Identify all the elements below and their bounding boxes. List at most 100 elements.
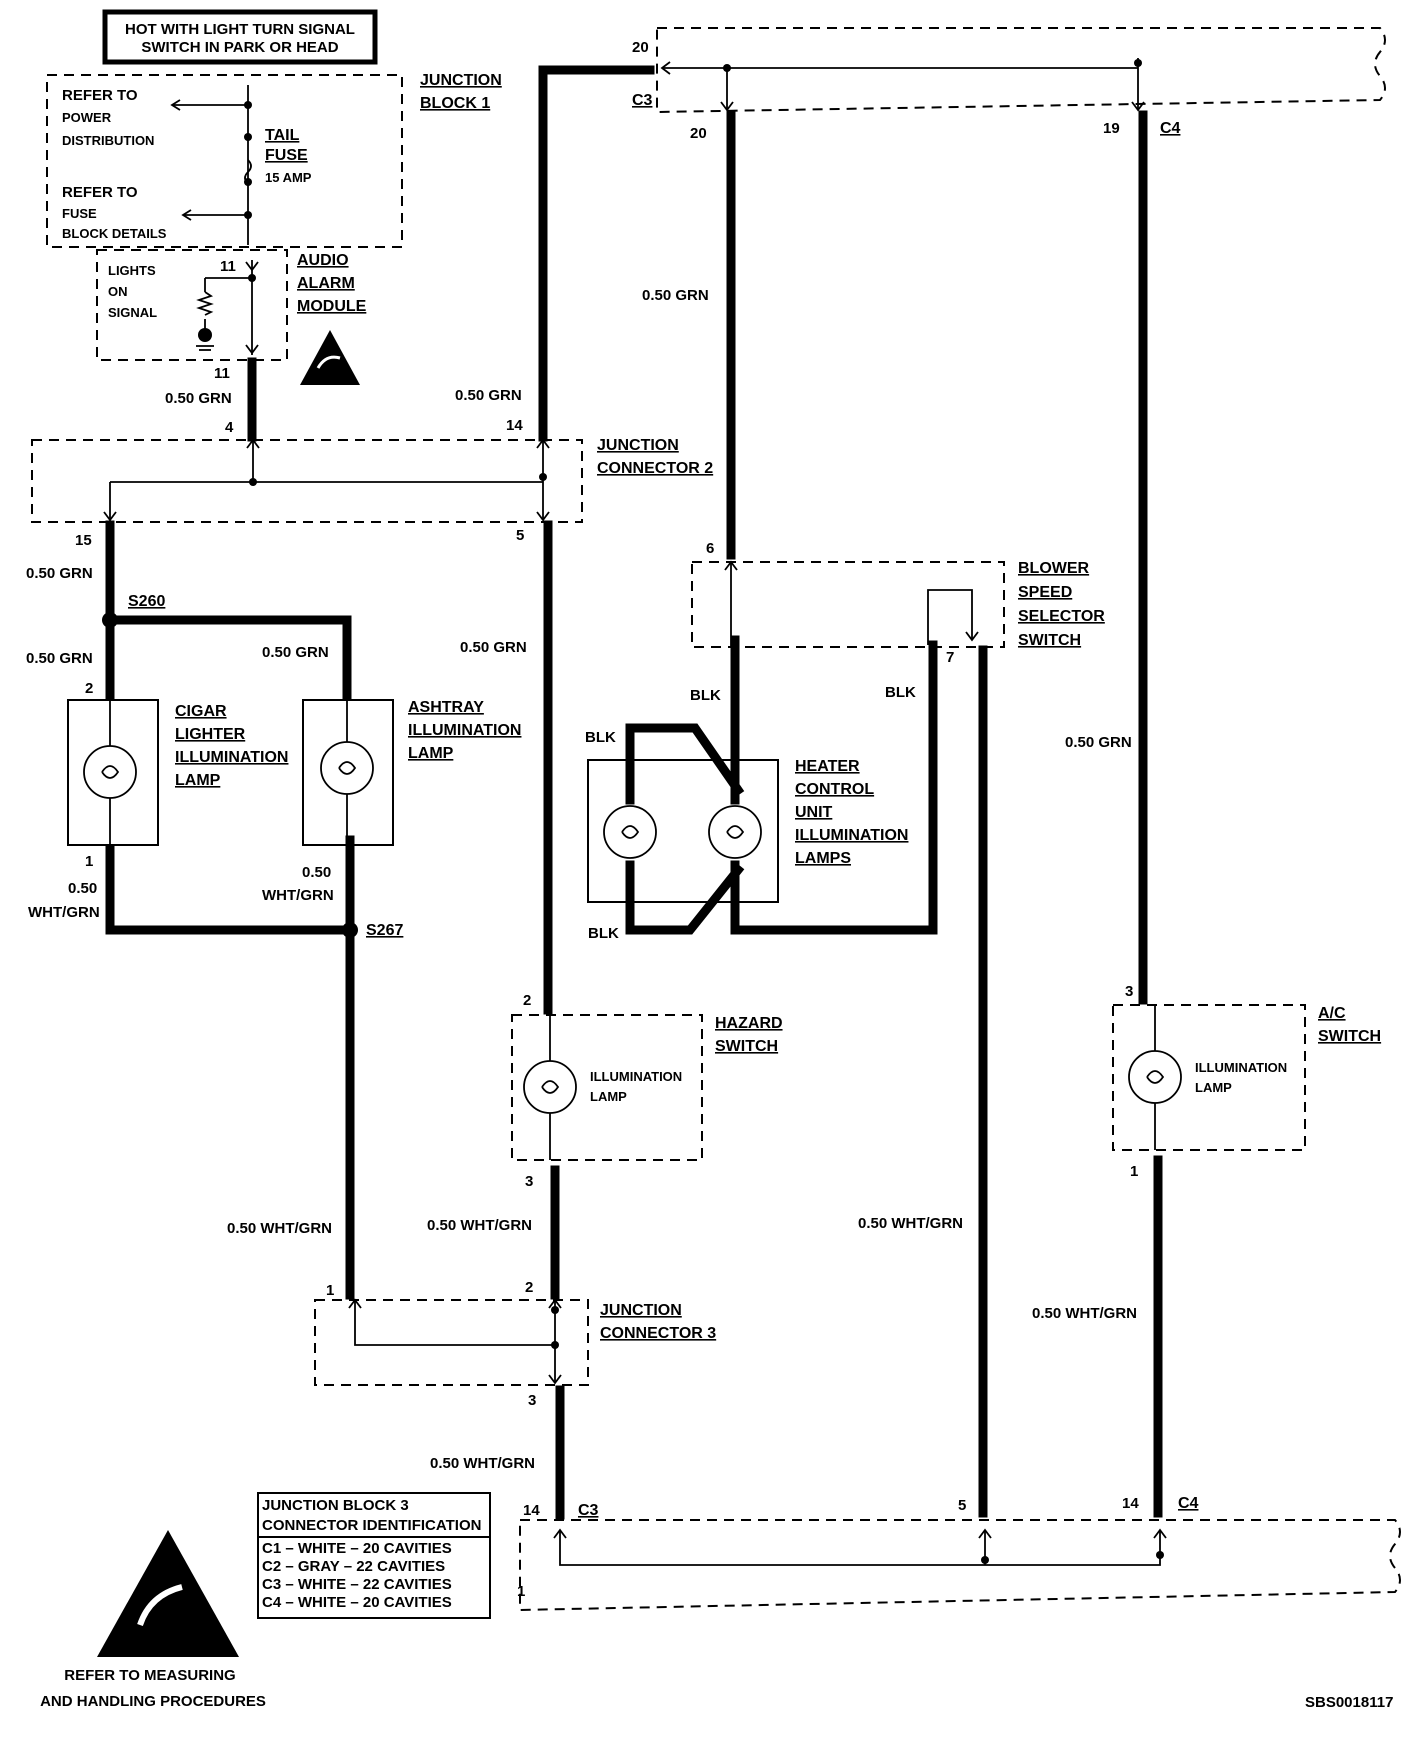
svg-text:POWER: POWER: [62, 110, 112, 125]
svg-text:UNIT: UNIT: [795, 804, 833, 821]
wire-label: 0.50 GRN: [455, 387, 522, 404]
svg-text:CONNECTOR 3: CONNECTOR 3: [600, 1325, 716, 1342]
header-line1: HOT WITH LIGHT TURN SIGNAL: [125, 21, 355, 38]
cigar-lighter-lamp: 2 1 CIGAR LIGHTER ILLUMINATION LAMP: [67, 680, 288, 870]
ac-switch-title: A/C: [1318, 1005, 1346, 1022]
svg-text:LIGHTER: LIGHTER: [175, 726, 246, 743]
c4-bottom-label: C4: [1178, 1495, 1199, 1512]
cigar-lighter-title: CIGAR: [175, 703, 227, 720]
heater-control-unit: HEATER CONTROL UNIT ILLUMINATION LAMPS B…: [585, 684, 916, 942]
esd-note: REFER TO MEASURING AND HANDLING PROCEDUR…: [40, 1530, 266, 1710]
svg-text:REFER TO MEASURING: REFER TO MEASURING: [64, 1667, 235, 1684]
svg-text:SPEED: SPEED: [1018, 584, 1072, 601]
svg-text:1: 1: [1130, 1163, 1138, 1180]
svg-text:ALARM: ALARM: [297, 275, 355, 292]
junction-block-1-title: JUNCTION: [420, 72, 502, 89]
ashtray-title: ASHTRAY: [408, 699, 484, 716]
wire-label: 0.50 GRN: [165, 390, 232, 407]
svg-text:11: 11: [220, 258, 236, 275]
svg-text:LAMPS: LAMPS: [795, 850, 851, 867]
ac-lamp-icon: [1128, 1050, 1182, 1104]
wire-labels: 0.50 GRN 0.50 GRN 0.50 GRN 0.50 GRN 0.50…: [26, 287, 1137, 1472]
svg-text:MODULE: MODULE: [297, 298, 367, 315]
heater-lamp-right-icon: [708, 805, 762, 859]
svg-text:S260: S260: [128, 593, 165, 610]
wire-label: 0.50 GRN: [460, 639, 527, 656]
svg-text:2: 2: [525, 1279, 533, 1296]
svg-text:20: 20: [632, 39, 649, 56]
wire-label: 0.50: [302, 864, 331, 881]
svg-text:1: 1: [85, 853, 93, 870]
junction-connector-3: JUNCTION CONNECTOR 3 1 2 3: [314, 1279, 716, 1409]
svg-text:11: 11: [214, 365, 230, 382]
cigar-lamp-icon: [83, 745, 137, 799]
svg-text:LAMP: LAMP: [408, 745, 454, 762]
svg-text:6: 6: [706, 540, 714, 557]
junction-block-1: JUNCTION BLOCK 1 REFER TO POWER DISTRIBU…: [46, 72, 502, 248]
svg-text:20: 20: [690, 125, 707, 142]
heater-lamp-left-icon: [603, 805, 657, 859]
svg-text:CONNECTOR 2: CONNECTOR 2: [597, 460, 713, 477]
svg-text:CONNECTOR IDENTIFICATION: CONNECTOR IDENTIFICATION: [262, 1517, 481, 1534]
svg-text:FUSE: FUSE: [265, 147, 308, 164]
svg-text:DISTRIBUTION: DISTRIBUTION: [62, 133, 154, 148]
junction-connector-3-title: JUNCTION: [600, 1302, 682, 1319]
svg-text:3: 3: [528, 1392, 536, 1409]
svg-text:ILLUMINATION: ILLUMINATION: [175, 749, 288, 766]
junction-connector-2: JUNCTION CONNECTOR 2 4 14 15 5: [31, 417, 713, 549]
hazard-lamp-icon: [523, 1060, 577, 1114]
svg-text:REFER TO: REFER TO: [62, 87, 138, 104]
svg-text:2: 2: [85, 680, 93, 697]
connector-row: C1 – WHITE – 20 CAVITIES: [262, 1540, 452, 1557]
audio-alarm-module-title: AUDIO: [297, 252, 349, 269]
svg-text:LAMP: LAMP: [590, 1089, 627, 1104]
svg-text:LAMP: LAMP: [175, 772, 221, 789]
svg-text:3: 3: [525, 1173, 533, 1190]
svg-text:1: 1: [326, 1282, 334, 1299]
svg-text:BLOCK 1: BLOCK 1: [420, 95, 490, 112]
svg-text:SIGNAL: SIGNAL: [108, 305, 157, 320]
esd-warning-icon: [300, 330, 360, 385]
svg-text:SWITCH: SWITCH: [1318, 1028, 1381, 1045]
audio-alarm-module: LIGHTS ON SIGNAL 11 11 AUDIO ALARM MODUL…: [96, 249, 367, 382]
resistor-icon: [196, 291, 214, 316]
svg-text:AND HANDLING PROCEDURES: AND HANDLING PROCEDURES: [40, 1693, 266, 1710]
wire-label: 0.50 WHT/GRN: [1032, 1305, 1137, 1322]
junction-block-3-bottom: 14 C3 5 14 C4 1: [517, 1495, 1401, 1612]
svg-text:14: 14: [1122, 1495, 1139, 1512]
svg-text:ILLUMINATION: ILLUMINATION: [795, 827, 908, 844]
splice-s267: S267: [342, 922, 403, 939]
wires: [105, 65, 1163, 1520]
c4-top-label: C4: [1160, 120, 1181, 137]
header-line2: SWITCH IN PARK OR HEAD: [141, 39, 338, 56]
svg-text:2: 2: [523, 992, 531, 1009]
wire-label: 0.50 WHT/GRN: [430, 1455, 535, 1472]
svg-text:3: 3: [1125, 983, 1133, 1000]
ac-switch: ILLUMINATION LAMP A/C SWITCH 3 1: [1112, 983, 1381, 1180]
svg-text:BLOCK DETAILS: BLOCK DETAILS: [62, 226, 167, 241]
wire-label: 0.50: [68, 880, 97, 897]
heater-control-title: HEATER: [795, 758, 860, 775]
wire-label: 0.50 WHT/GRN: [227, 1220, 332, 1237]
svg-text:LAMP: LAMP: [1195, 1080, 1232, 1095]
svg-text:5: 5: [958, 1497, 966, 1514]
svg-text:ON: ON: [108, 284, 128, 299]
junction-connector-2-title: JUNCTION: [597, 437, 679, 454]
svg-text:REFER TO: REFER TO: [62, 184, 138, 201]
svg-text:LIGHTS: LIGHTS: [108, 263, 156, 278]
svg-text:15 AMP: 15 AMP: [265, 170, 312, 185]
svg-text:SELECTOR: SELECTOR: [1018, 608, 1105, 625]
svg-text:14: 14: [506, 417, 523, 434]
hazard-switch: ILLUMINATION LAMP HAZARD SWITCH 2 3: [511, 992, 783, 1190]
wire-label: 0.50 GRN: [1065, 734, 1132, 751]
connector-id-table: JUNCTION BLOCK 3 CONNECTOR IDENTIFICATIO…: [257, 1492, 491, 1619]
svg-text:7: 7: [946, 649, 954, 666]
blk-label-4: BLK: [588, 925, 619, 942]
svg-text:S267: S267: [366, 922, 403, 939]
tail-fuse-label: TAIL: [265, 127, 300, 144]
c3-bottom-label: C3: [578, 1502, 599, 1519]
svg-text:15: 15: [75, 532, 92, 549]
figure-id: SBS0018117: [1305, 1694, 1393, 1711]
blower-speed-selector-switch: BLOWER SPEED SELECTOR SWITCH 6 7: [691, 540, 1105, 666]
